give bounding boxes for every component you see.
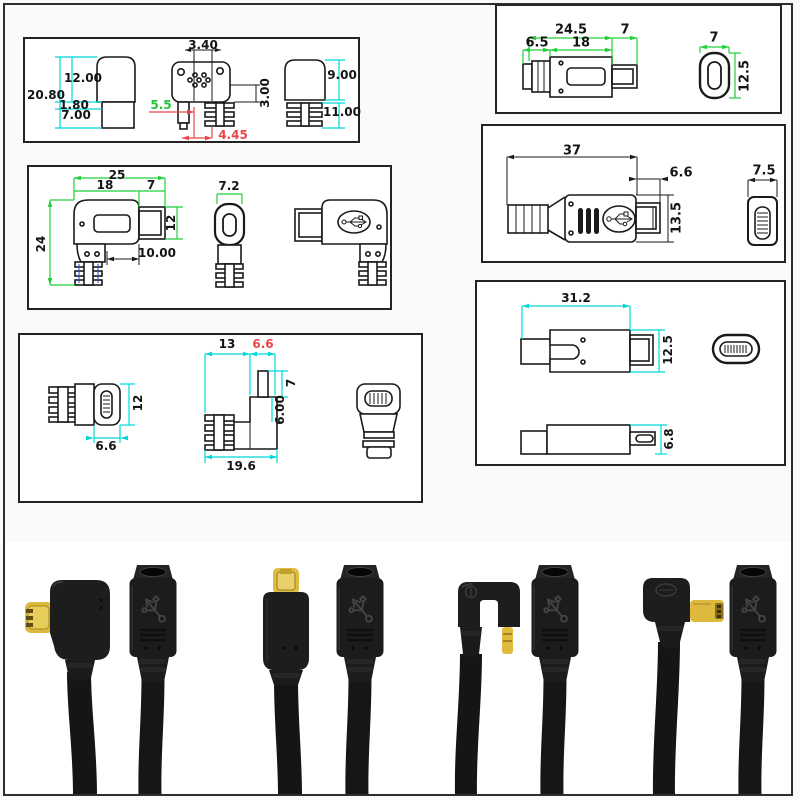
drawing-panel-2: 24.5 7 6.5 18 7 12.5 bbox=[495, 4, 782, 114]
dim-label: 7 bbox=[709, 30, 719, 46]
dim-label: 19.6 bbox=[226, 459, 256, 473]
dim-label: 6.5 bbox=[525, 35, 549, 51]
dim-label: 7.00 bbox=[61, 108, 91, 122]
red-dimension-lines bbox=[149, 107, 213, 141]
plug-side-view bbox=[522, 56, 638, 98]
photo-male-90deg-side-cable bbox=[25, 580, 110, 796]
dim-label: 25 bbox=[108, 168, 126, 182]
perspective-view-right bbox=[356, 383, 401, 459]
drawing-panel-5: 12 6.6 13 6.6 7 6.00 19.6 bbox=[18, 333, 423, 503]
cyan-dimension-left bbox=[86, 383, 135, 443]
dim-label: 37 bbox=[562, 143, 582, 159]
cyan-dimension-side bbox=[630, 424, 667, 455]
dim-label: 3.00 bbox=[258, 78, 272, 108]
side-view bbox=[520, 424, 656, 455]
front-view-middle bbox=[213, 202, 246, 288]
dim-label: 12.5 bbox=[661, 335, 675, 365]
dim-label: 6.6 bbox=[669, 165, 693, 181]
top-view bbox=[520, 329, 654, 373]
dim-label: 20.80 bbox=[27, 88, 65, 102]
dim-label: 5.5 bbox=[150, 98, 172, 112]
green-dimension-lines bbox=[522, 35, 638, 65]
dim-label: 12 bbox=[131, 394, 145, 412]
dim-label: 1.80 bbox=[59, 98, 89, 112]
green-dimension-lines-front bbox=[699, 44, 741, 99]
dim-label: 31.2 bbox=[561, 291, 591, 305]
cable-plug-side-view bbox=[507, 194, 661, 243]
cyan-dimension-lines bbox=[55, 56, 102, 129]
dim-label: 24.5 bbox=[554, 22, 588, 38]
front-view bbox=[711, 333, 761, 365]
black-dimension-lines bbox=[506, 154, 674, 243]
side-view-right bbox=[284, 59, 326, 127]
dim-label: 6.6 bbox=[252, 337, 274, 351]
cyan-dimension-top bbox=[521, 303, 665, 373]
usb-trident-icon bbox=[606, 211, 633, 227]
cyan-dimension-lines-right bbox=[322, 59, 345, 129]
usb-trident-icon bbox=[341, 215, 367, 229]
dim-label: 9.00 bbox=[327, 68, 357, 82]
right-angle-side-view-right bbox=[294, 199, 388, 286]
plug-front-view bbox=[747, 177, 778, 246]
front-view-middle bbox=[171, 48, 260, 130]
dim-label: 7.2 bbox=[218, 179, 240, 193]
drawing-panel-3: 37 6.6 13.5 7.5 bbox=[481, 124, 786, 263]
drawing-box1-svg bbox=[55, 48, 345, 141]
drawing-panel-6: 31.2 12.5 6.8 bbox=[475, 280, 786, 466]
photo-male-180deg-u-cable bbox=[454, 582, 520, 796]
dim-label: 6.6 bbox=[95, 439, 117, 453]
dim-label: 18 bbox=[571, 35, 591, 51]
drawing-box6-svg bbox=[520, 303, 761, 455]
dim-label: 7.5 bbox=[752, 163, 776, 179]
dim-label: 13 bbox=[218, 337, 236, 351]
dim-label: 12.00 bbox=[64, 71, 102, 85]
dim-label: 7 bbox=[146, 178, 156, 192]
dim-label: 3.40 bbox=[188, 38, 218, 52]
dim-label: 7 bbox=[620, 22, 630, 38]
dim-label: 12.5 bbox=[737, 59, 753, 93]
side-view-left bbox=[96, 56, 136, 129]
right-angle-side-view-left bbox=[73, 199, 166, 286]
dim-label: 11.00 bbox=[323, 105, 361, 119]
black-dimension-10 bbox=[106, 244, 140, 265]
dim-label: 24 bbox=[34, 235, 48, 253]
dim-label: 12 bbox=[164, 214, 178, 232]
drawing-box5-svg bbox=[48, 351, 401, 463]
dim-label: 6.8 bbox=[662, 428, 676, 450]
green-dimension-lines bbox=[47, 175, 243, 286]
dim-label: 18 bbox=[96, 178, 114, 192]
photo-male-90deg-up-cable bbox=[643, 578, 724, 796]
drawing-box3-svg bbox=[506, 154, 778, 246]
drawing-box4-svg bbox=[47, 175, 388, 288]
photo-male-straight-cable bbox=[263, 568, 309, 796]
front-view-left bbox=[48, 383, 121, 426]
right-angle-view-middle bbox=[204, 370, 278, 451]
dim-label: 13.5 bbox=[669, 201, 685, 235]
plug-front-view bbox=[698, 51, 731, 100]
dim-label: 4.45 bbox=[218, 128, 248, 142]
cyan-dimension-middle bbox=[204, 351, 288, 463]
product-photos bbox=[3, 542, 793, 795]
photos-svg bbox=[25, 542, 793, 796]
drawing-panel-1: 3.40 12.00 20.80 1.80 7.00 5.5 4.45 3.00… bbox=[23, 37, 361, 143]
dim-label: 6.00 bbox=[273, 395, 287, 425]
dim-label: 10.00 bbox=[138, 246, 176, 260]
drawing-panel-4: 25 18 7 24 12 10.00 7.2 bbox=[27, 165, 392, 310]
dim-label: 7 bbox=[284, 378, 298, 388]
drawing-box2-svg bbox=[522, 35, 741, 100]
